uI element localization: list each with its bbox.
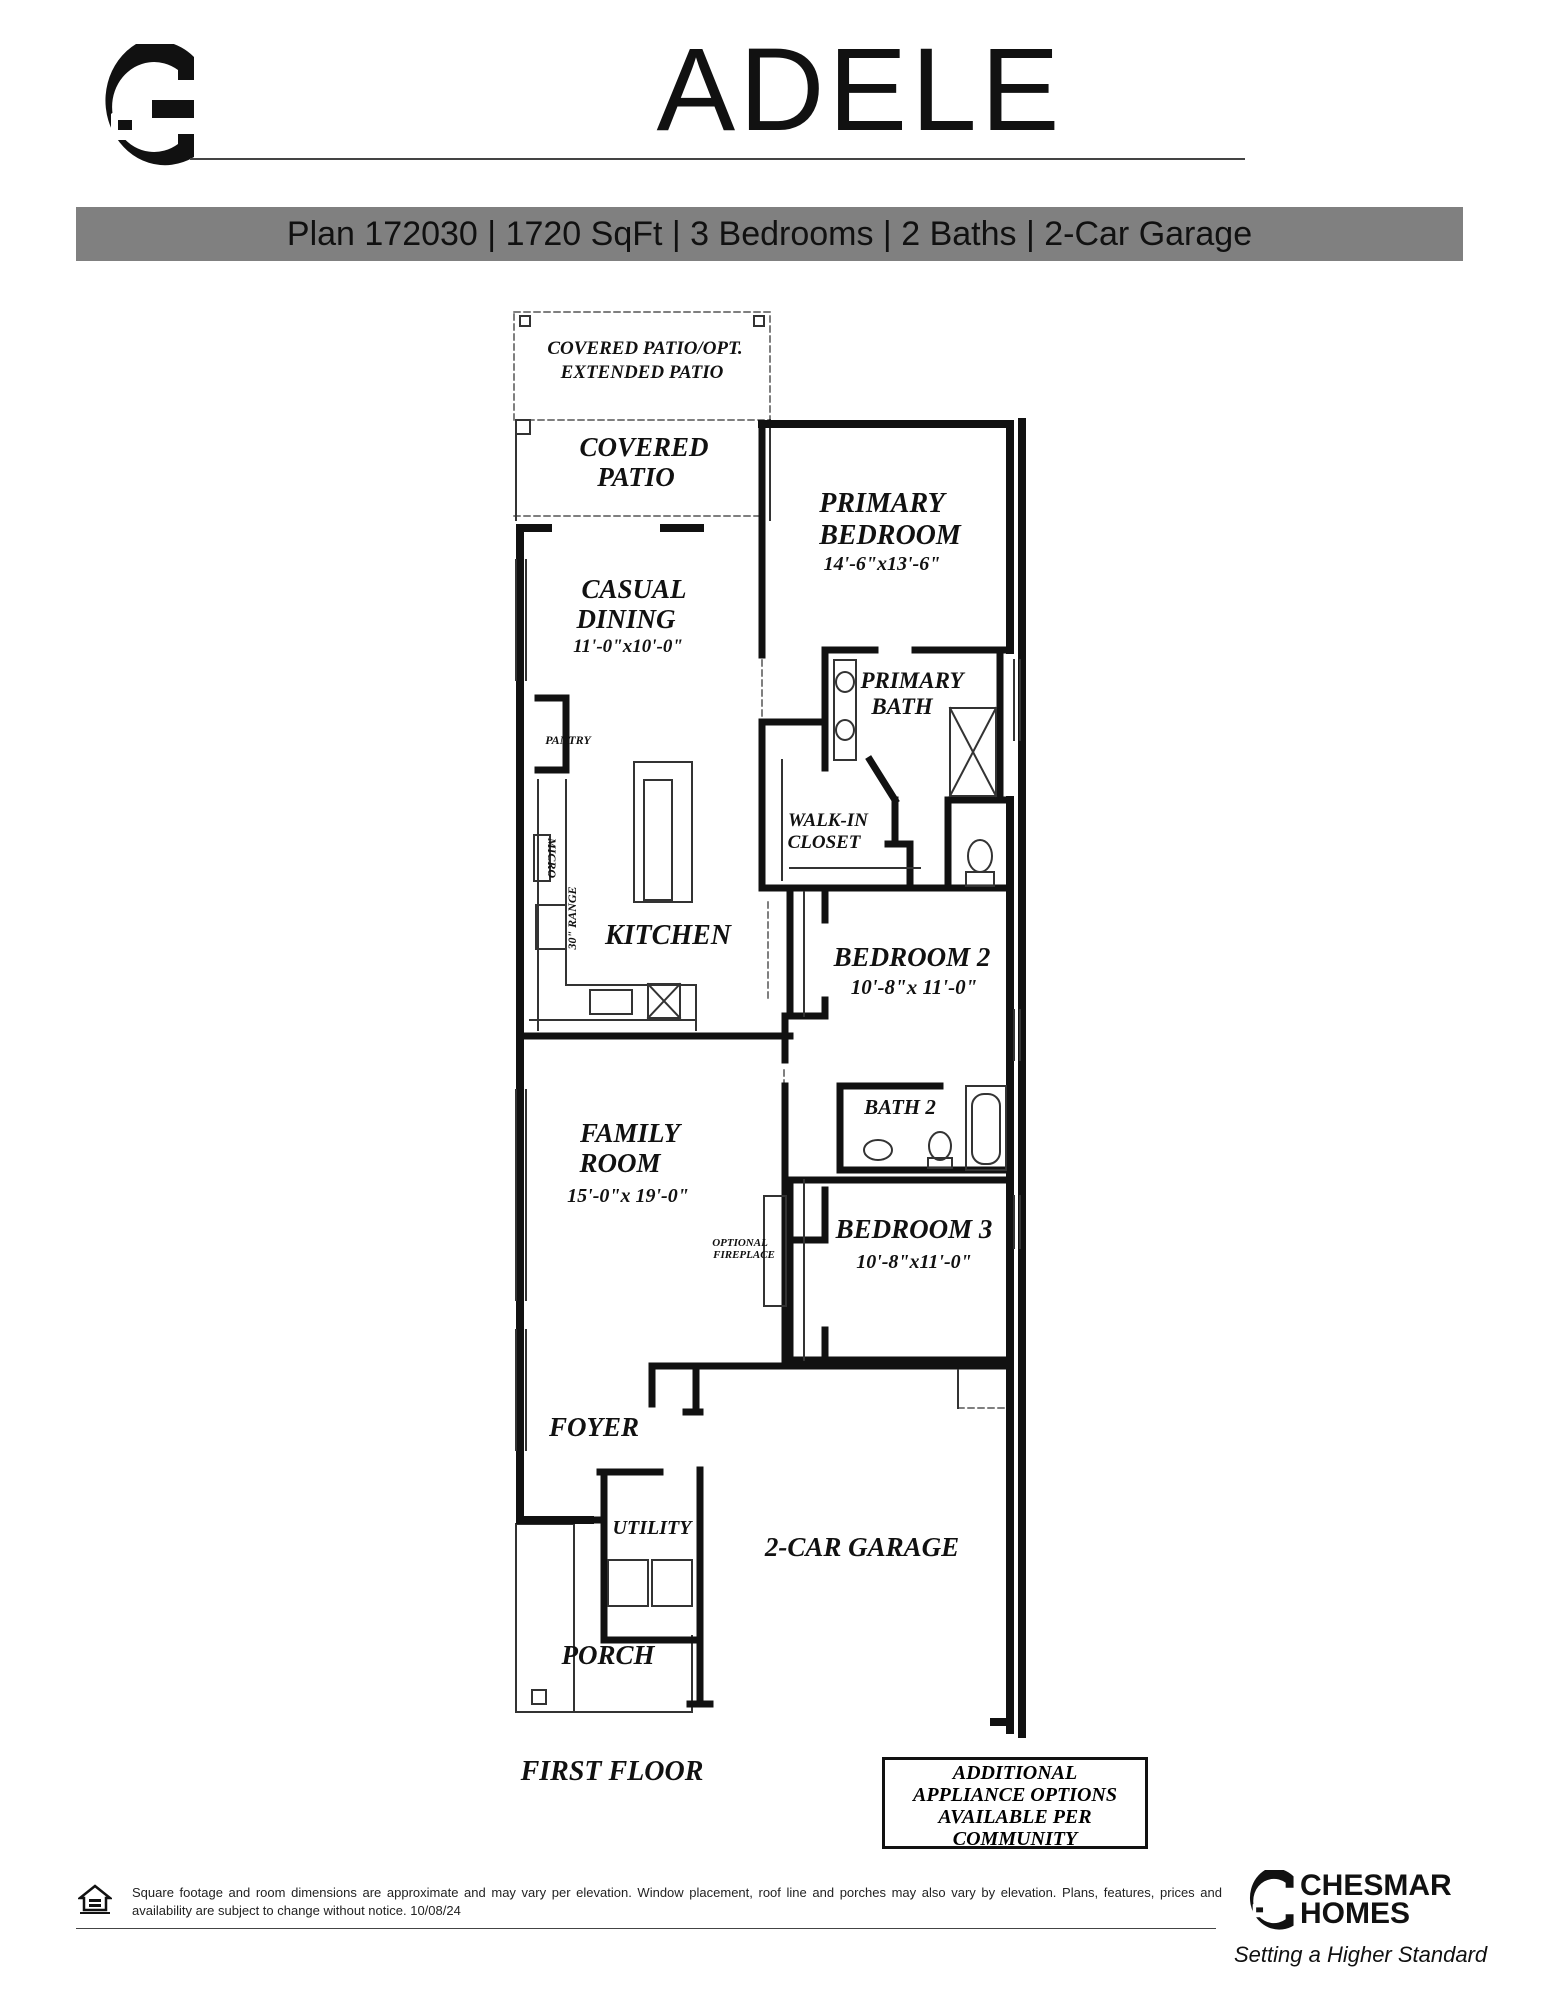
casual-dining-label-1: CASUAL <box>581 574 686 604</box>
plan-info-text: Plan 172030 | 1720 SqFt | 3 Bedrooms | 2… <box>286 215 1253 253</box>
notice-line-2: APPLIANCE OPTIONS <box>913 1784 1117 1806</box>
brand-line-1: CHESMAR <box>1300 1869 1452 1902</box>
walk-in-closet-label-1: WALK-IN <box>788 810 869 831</box>
footer-disclaimer: Square footage and room dimensions are a… <box>132 1885 1222 1918</box>
family-room-dims: 15'-0"x 19'-0" <box>567 1185 689 1207</box>
family-room-label-2: ROOM <box>578 1148 661 1178</box>
primary-bedroom-dims: 14'-6"x13'-6" <box>824 553 941 575</box>
bedroom-3-dims: 10'-8"x11'-0" <box>856 1251 972 1273</box>
title-divider <box>190 158 1245 160</box>
chesmar-homes-logo-icon <box>1234 1868 1296 1932</box>
walk-in-closet-label-2: CLOSET <box>788 832 862 853</box>
notice-line-1: ADDITIONAL <box>952 1762 1078 1784</box>
casual-dining-dims: 11'-0"x10'-0" <box>573 636 683 657</box>
family-room-label-1: FAMILY <box>579 1118 683 1148</box>
bedroom-2-label: BEDROOM 2 <box>833 942 991 972</box>
covered-patio-label-1: COVERED <box>579 432 708 462</box>
brand-line-2: HOMES <box>1300 1897 1411 1930</box>
floor-label: FIRST FLOOR <box>520 1756 704 1787</box>
pantry-label: PANTRY <box>545 733 592 747</box>
casual-dining-label-2: DINING <box>575 604 676 634</box>
bedroom-3-label: BEDROOM 3 <box>835 1214 993 1244</box>
brand-tagline: Setting a Higher Standard <box>1234 1942 1488 1967</box>
notice-line-4: COMMUNITY <box>952 1828 1078 1850</box>
extended-patio-label: EXTENDED PATIO <box>560 362 724 383</box>
brand-name: CHESMAR HOMES <box>1300 1869 1452 1930</box>
micro-label: MICRO <box>545 837 559 878</box>
primary-bedroom-label-2: BEDROOM <box>818 520 962 551</box>
plan-info-bar: Plan 172030 | 1720 SqFt | 3 Bedrooms | 2… <box>76 207 1463 261</box>
utility-label: UTILITY <box>613 1517 694 1539</box>
optional-fireplace-label-2: FIREPLACE <box>712 1249 775 1261</box>
range-label: 30" RANGE <box>565 886 579 950</box>
notice-line-3: AVAILABLE PER <box>938 1806 1092 1828</box>
foyer-label: FOYER <box>548 1412 639 1442</box>
porch-label: PORCH <box>560 1640 655 1670</box>
plan-title: ADELE <box>656 24 1064 156</box>
bath-2-label: BATH 2 <box>863 1095 936 1119</box>
garage-label: 2-CAR GARAGE <box>764 1532 959 1562</box>
chesmar-logo-icon <box>78 40 194 170</box>
primary-bath-label-2: BATH <box>870 694 933 719</box>
primary-bedroom-label-1: PRIMARY <box>818 488 947 519</box>
covered-patio-opt-label: COVERED PATIO/OPT. <box>547 338 742 359</box>
equal-housing-icon <box>76 1884 114 1916</box>
primary-bath-label-1: PRIMARY <box>859 668 965 693</box>
kitchen-label: KITCHEN <box>604 920 733 951</box>
footer-divider <box>76 1928 1216 1929</box>
appliance-notice-box: ADDITIONAL APPLIANCE OPTIONS AVAILABLE P… <box>882 1757 1148 1850</box>
covered-patio-label-2: PATIO <box>596 462 675 492</box>
bedroom-2-dims: 10'-8"x 11'-0" <box>851 975 978 999</box>
optional-fireplace-label-1: OPTIONAL <box>712 1237 768 1249</box>
